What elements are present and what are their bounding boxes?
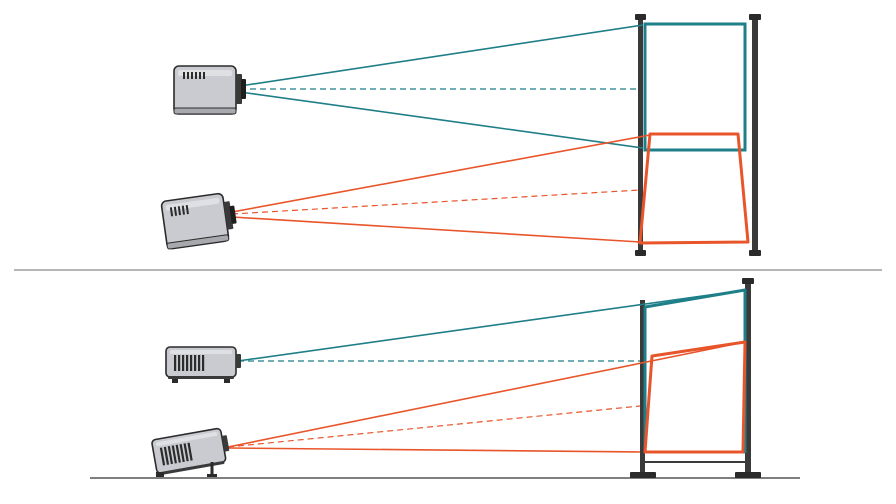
top-orange-beam	[231, 134, 651, 243]
top-teal-beam	[239, 24, 644, 149]
projector-icon	[160, 192, 237, 250]
projector-icon	[165, 346, 241, 383]
bottom-screen-frame	[630, 278, 761, 478]
bottom-teal-beam	[237, 289, 746, 362]
bottom-teal-image	[643, 288, 747, 454]
top-teal-image	[643, 22, 747, 152]
projector-icon	[173, 65, 246, 115]
projector-icon	[151, 427, 230, 477]
bottom-panel	[90, 278, 800, 479]
top-panel	[160, 14, 761, 256]
bottom-orange-beam	[227, 341, 746, 453]
bottom-orange-image	[643, 340, 747, 454]
top-orange-image	[638, 132, 750, 245]
